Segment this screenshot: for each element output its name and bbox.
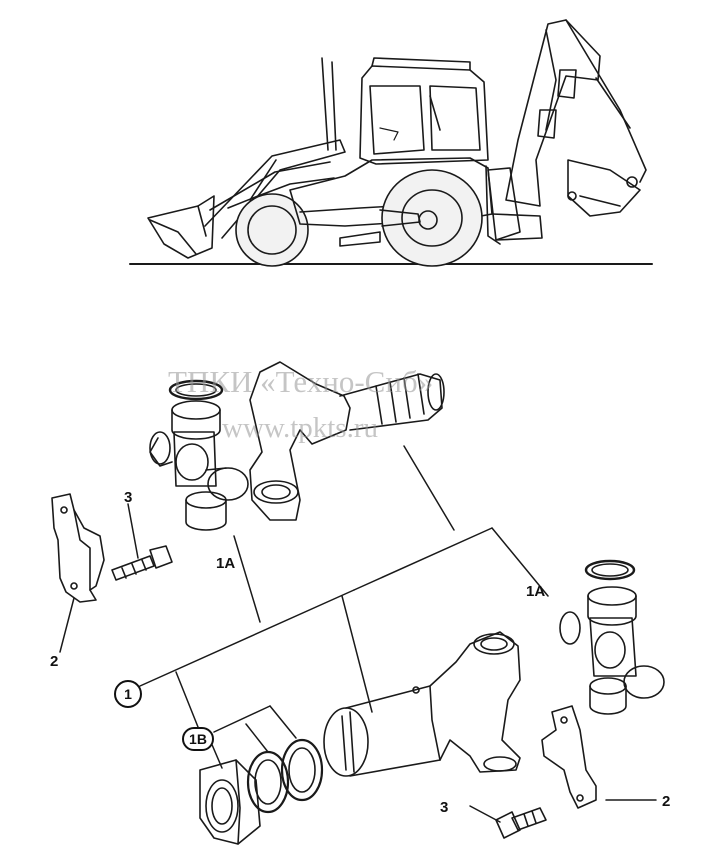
callout-universal-joint-left: 1A <box>216 555 236 572</box>
callout-strap-right: 2 <box>662 793 671 810</box>
callout-strap-left: 2 <box>50 653 59 670</box>
watermark-website: www.tpkts.ru <box>222 412 379 444</box>
watermark-company-name: ТПКИ «Техно-Сиб» <box>168 364 434 399</box>
yoke-nut <box>199 759 261 845</box>
strap-left <box>51 493 105 603</box>
seal-ring-outer <box>280 738 324 802</box>
leader-lines <box>59 445 657 823</box>
bolt-left <box>111 545 173 581</box>
callout-assembly: 1 <box>114 680 142 708</box>
callout-nut-and-seals: 1B <box>182 727 214 751</box>
universal-joint-right <box>559 559 665 715</box>
callout-universal-joint-right: 1A <box>526 583 546 600</box>
bolt-right <box>495 807 547 839</box>
seal-ring-inner <box>246 750 290 814</box>
universal-joint-left <box>149 379 249 531</box>
slip-yoke-shaft <box>249 361 445 521</box>
callout-bolt-right: 3 <box>440 799 449 816</box>
backhoe-loader-illustration <box>129 19 653 267</box>
sleeve-yoke <box>323 631 521 777</box>
strap-right <box>541 705 597 809</box>
callout-bolt-left: 3 <box>124 489 133 506</box>
